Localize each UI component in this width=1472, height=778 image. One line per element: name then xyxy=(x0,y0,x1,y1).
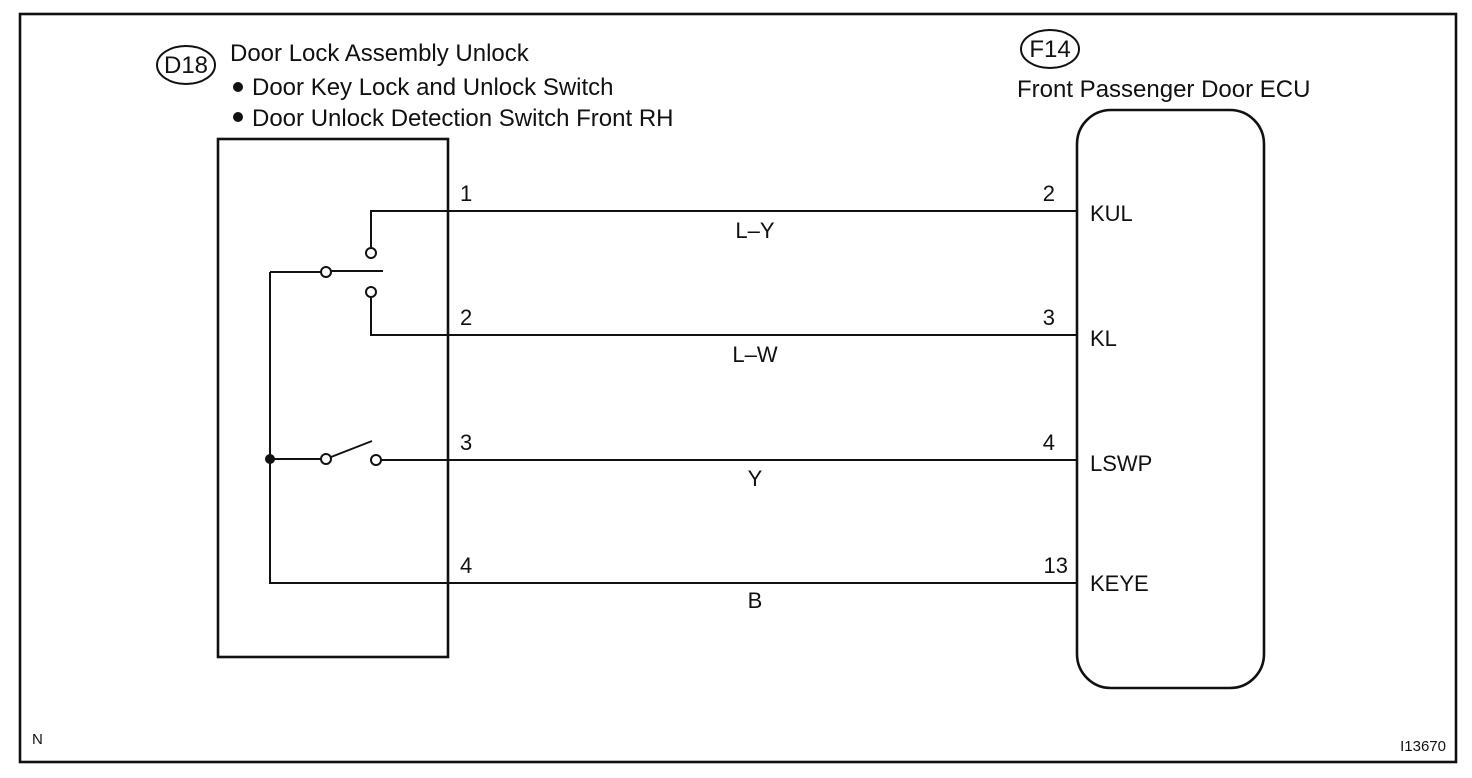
right-pin-4: 13 xyxy=(1044,553,1068,578)
unlock-detection-switch xyxy=(270,440,448,466)
left-component-title: Door Lock Assembly Unlock xyxy=(230,40,530,67)
left-pin-2: 2 xyxy=(460,305,472,330)
terminal-lswp: LSWP xyxy=(1090,451,1152,476)
wire-color-2: L–W xyxy=(732,342,777,367)
wire-color-4: B xyxy=(748,588,763,613)
diagram-frame xyxy=(18,12,1458,764)
terminal-keye: KEYE xyxy=(1090,571,1149,596)
corner-code-left: N xyxy=(32,731,43,748)
right-connector-badge: F14 xyxy=(1020,29,1080,69)
corner-code-right: I13670 xyxy=(1400,738,1446,755)
junction-dot xyxy=(265,454,275,464)
right-connector-code: F14 xyxy=(1029,36,1070,63)
right-pin-2: 3 xyxy=(1043,305,1055,330)
left-connector-badge: D18 xyxy=(156,45,216,85)
terminal-kul: KUL xyxy=(1090,201,1133,226)
wire-color-3: Y xyxy=(748,466,763,491)
door-lock-assembly-box xyxy=(216,137,450,659)
wire-color-1: L–Y xyxy=(735,218,774,243)
bullet-dot xyxy=(233,82,243,92)
right-pin-1: 2 xyxy=(1043,181,1055,206)
right-pin-3: 4 xyxy=(1043,430,1055,455)
left-connector-code: D18 xyxy=(164,52,208,79)
terminal-kl: KL xyxy=(1090,326,1117,351)
left-component-bullet-2: Door Unlock Detection Switch Front RH xyxy=(252,105,673,132)
front-passenger-door-ecu-box xyxy=(1075,108,1266,690)
left-component-bullet-1: Door Key Lock and Unlock Switch xyxy=(252,74,614,101)
key-lock-unlock-switch xyxy=(270,210,448,336)
right-component-title: Front Passenger Door ECU xyxy=(1017,76,1310,103)
left-pin-3: 3 xyxy=(460,430,472,455)
common-ground-wire xyxy=(269,272,448,584)
left-pin-1: 1 xyxy=(460,181,472,206)
left-pin-4: 4 xyxy=(460,553,472,578)
bullet-dot xyxy=(233,112,243,122)
